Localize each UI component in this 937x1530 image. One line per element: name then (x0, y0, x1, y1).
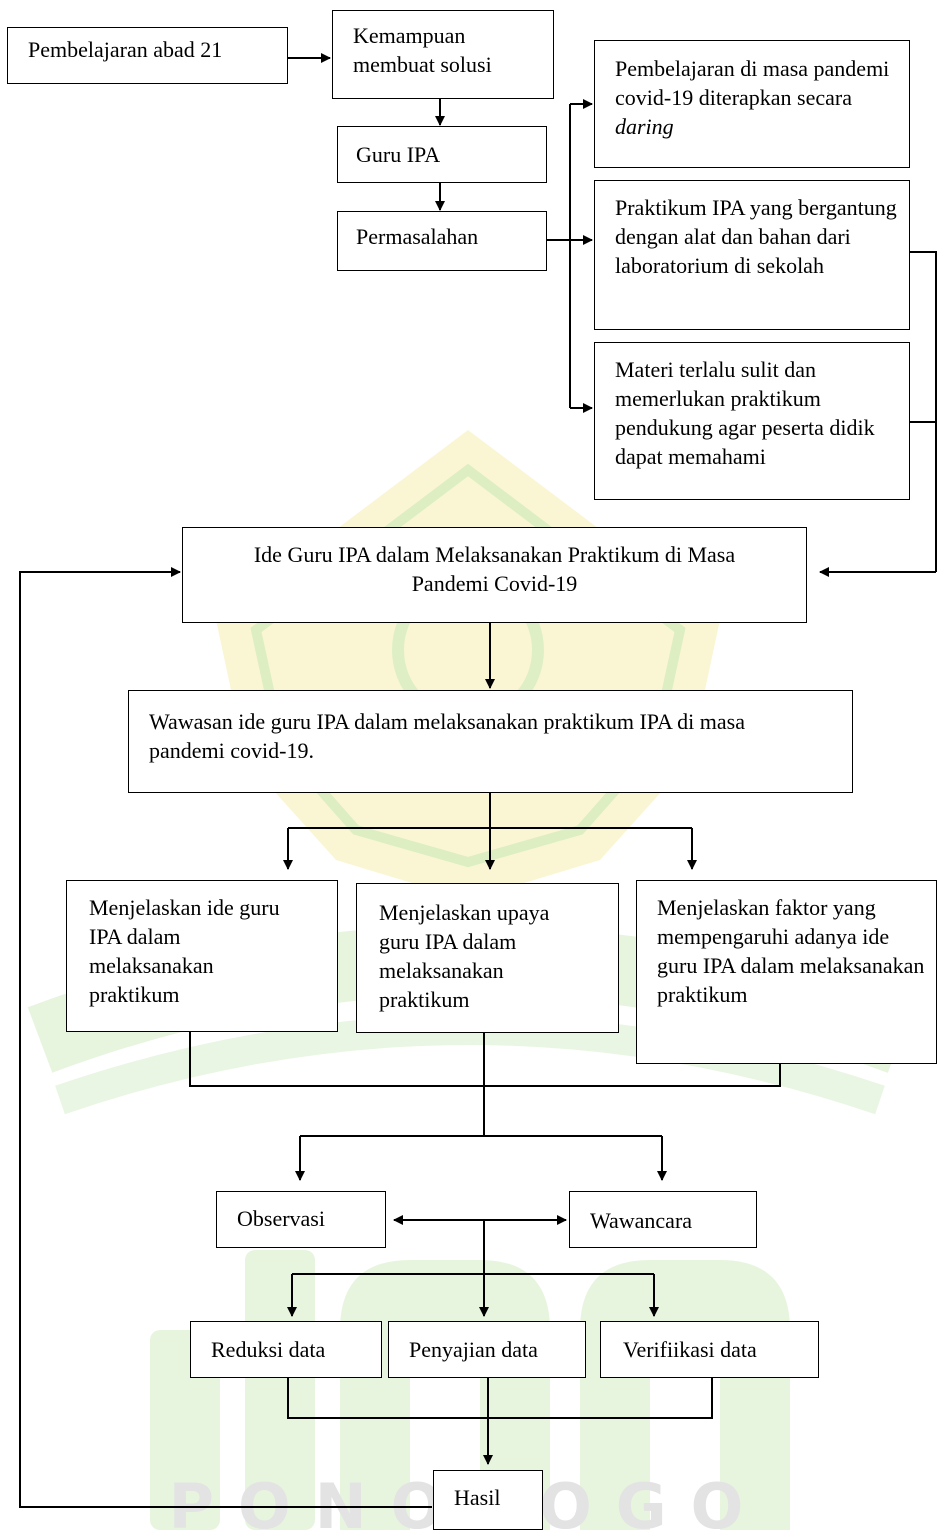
node-wawancara: Wawancara (569, 1191, 757, 1248)
node-masalah-2: Praktikum IPA yang bergantung dengan ala… (594, 180, 910, 330)
right-bracket-masalah (908, 251, 937, 423)
node-menjelaskan-1: Menjelaskan ide guru IPA dalam melaksana… (66, 880, 338, 1032)
node-menjelaskan-2: Menjelaskan upaya guru IPA dalam melaksa… (356, 883, 619, 1033)
node-kemampuan: Kemampuan membuat solusi (332, 10, 554, 99)
node-menjelaskan-3: Menjelaskan faktor yang mempengaruhi ada… (636, 880, 937, 1064)
node-verifikasi: Verifiikasi data (600, 1321, 819, 1378)
node-permasalahan: Permasalahan (337, 211, 547, 271)
node-wawasan: Wawasan ide guru IPA dalam melaksanakan … (128, 690, 853, 793)
node-penyajian: Penyajian data (388, 1321, 586, 1378)
arrow-left-feedback (19, 567, 432, 1508)
merge-bar-2 (287, 1378, 713, 1419)
node-reduksi: Reduksi data (190, 1321, 382, 1378)
node-masalah-3: Materi terlalu sulit dan memerlukan prak… (594, 342, 910, 500)
node-guru-ipa: Guru IPA (337, 126, 547, 183)
node-observasi: Observasi (216, 1191, 386, 1248)
node-masalah-1: Pembelajaran di masa pandemi covid-19 di… (594, 40, 910, 168)
masalah-1-italic: daring (615, 114, 674, 139)
node-hasil: Hasil (433, 1470, 543, 1530)
node-ide: Ide Guru IPA dalam Melaksanakan Praktiku… (182, 527, 807, 623)
node-pembelajaran-abad21: Pembelajaran abad 21 (7, 27, 288, 84)
